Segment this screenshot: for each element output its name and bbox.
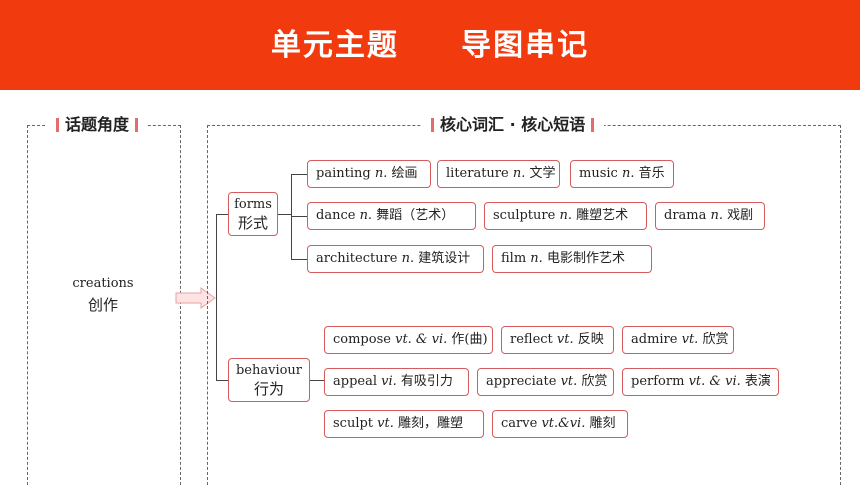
category-behaviour: behaviour 行为	[228, 358, 310, 402]
label-marker-left	[56, 117, 59, 132]
label-marker-right	[135, 117, 139, 132]
category-behaviour-en: behaviour	[235, 363, 303, 378]
label-marker-left	[431, 117, 434, 132]
vocab-item-perform: perform vt. & vi. 表演	[622, 368, 779, 396]
label-marker-right	[591, 117, 595, 132]
behaviour-stub	[310, 380, 324, 381]
connector-behaviour	[216, 380, 228, 381]
topic-panel-label: 话题角度	[46, 112, 149, 138]
vocab-item-music: music n. 音乐	[570, 160, 674, 188]
vocab-item-reflect: reflect vt. 反映	[501, 326, 614, 354]
right-arrow-icon	[175, 287, 216, 309]
category-forms-en: forms	[234, 197, 272, 212]
page-title: 单元主题 导图串记	[270, 28, 590, 63]
vocab-item-dance: dance n. 舞蹈（艺术）	[307, 202, 476, 230]
connector-forms	[216, 214, 228, 215]
vocabulary-panel-title: 核心词汇 · 核心短语	[440, 115, 586, 134]
forms-row-connector	[291, 174, 307, 175]
vocabulary-panel-label: 核心词汇 · 核心短语	[421, 112, 605, 138]
topic-chinese: 创作	[87, 296, 118, 314]
vocab-item-painting: painting n. 绘画	[307, 160, 431, 188]
forms-row-connector	[291, 259, 307, 260]
forms-row-connector	[291, 216, 307, 217]
topic-panel-title: 话题角度	[65, 115, 130, 134]
forms-stub	[278, 214, 291, 215]
topic-english: creations	[72, 276, 134, 291]
vocab-item-drama: drama n. 戏剧	[655, 202, 765, 230]
vocab-item-literature: literature n. 文学	[437, 160, 560, 188]
main-connector	[216, 214, 217, 380]
vocab-item-architecture: architecture n. 建筑设计	[307, 245, 484, 273]
vocab-item-sculpt: sculpt vt. 雕刻，雕塑	[324, 410, 484, 438]
vocab-item-appeal: appeal vi. 有吸引力	[324, 368, 469, 396]
vocab-item-carve: carve vt.&vi. 雕刻	[492, 410, 628, 438]
vocab-item-appreciate: appreciate vt. 欣赏	[477, 368, 614, 396]
category-forms-zh: 形式	[237, 214, 268, 232]
category-forms: forms 形式	[228, 192, 278, 236]
vocab-item-sculpture: sculpture n. 雕塑艺术	[484, 202, 647, 230]
vocab-item-film: film n. 电影制作艺术	[492, 245, 652, 273]
category-behaviour-zh: 行为	[253, 380, 284, 398]
header-bar: 单元主题 导图串记	[0, 0, 860, 90]
vocab-item-admire: admire vt. 欣赏	[622, 326, 734, 354]
vocab-item-compose: compose vt. & vi. 作(曲)	[324, 326, 493, 354]
